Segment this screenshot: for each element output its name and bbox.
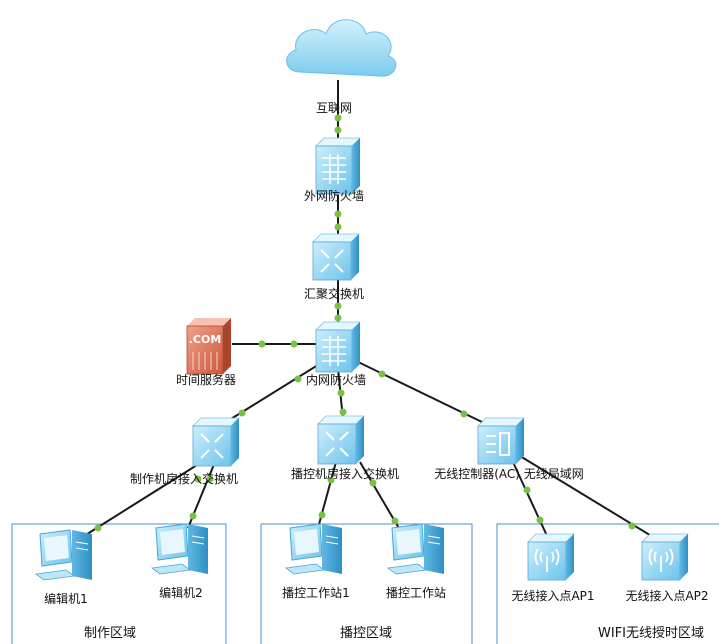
wireless-controller-label: 无线控制器(AC) 无线局域网 [434, 467, 584, 481]
port-dot [460, 410, 468, 418]
time-server-icon: .COM [186, 318, 231, 375]
ap1-wireless-icon [527, 533, 575, 581]
ap2-label: 无线接入点AP2 [625, 588, 708, 603]
ap1-label: 无线接入点AP1 [511, 588, 594, 603]
port-dot [94, 524, 102, 532]
port-dot [327, 476, 335, 484]
port-dot [369, 479, 377, 487]
port-dot [238, 409, 246, 417]
port-dot [334, 114, 342, 122]
port-dot [189, 512, 197, 520]
port-dot [206, 475, 214, 483]
port-dot [523, 486, 531, 494]
broadcast-ws2-label: 播控工作站 [386, 586, 446, 600]
zone-production-label: 制作区域 [84, 626, 136, 641]
editor1-label: 编辑机1 [44, 591, 88, 606]
server-badge-text: .COM [189, 333, 222, 346]
link-ac-ap1 [511, 459, 549, 539]
outer-firewall-label: 外网防火墙 [304, 188, 364, 203]
inner-firewall-label: 内网防火墙 [306, 372, 366, 387]
broadcast-ws2-computer-icon [386, 523, 444, 575]
internet-label: 互联网 [316, 101, 352, 115]
wireless-controller-icon [477, 417, 525, 465]
link-production-editor1 [83, 459, 206, 537]
port-dot [294, 375, 302, 383]
internet-cloud-icon [286, 19, 397, 77]
port-dot [334, 126, 342, 134]
editor2-label: 编辑机2 [159, 585, 203, 600]
core-switch-label: 汇聚交换机 [304, 286, 364, 301]
port-dot [391, 517, 399, 525]
port-dot [334, 223, 342, 231]
port-dot [258, 340, 266, 348]
port-dot [194, 475, 202, 483]
broadcast-ws1-computer-icon [284, 523, 342, 575]
port-dot [334, 314, 342, 322]
broadcast-switch-icon [317, 415, 365, 465]
link-inner-fw-ac [353, 359, 483, 423]
zone-wifi-box [496, 523, 719, 644]
port-dot [337, 389, 345, 397]
inner-firewall-icon [315, 321, 361, 373]
core-switch-icon [312, 233, 360, 281]
time-server-label: 时间服务器 [176, 372, 236, 387]
port-dot [334, 210, 342, 218]
port-dot [318, 511, 326, 519]
port-dot [536, 516, 544, 524]
production-switch-icon [192, 417, 240, 467]
production-switch-label: 制作机房接入交换机 [130, 471, 238, 486]
port-dot [339, 408, 347, 416]
broadcast-ws1-label: 播控工作站1 [282, 586, 350, 600]
editor1-computer-icon [34, 529, 92, 581]
ap2-wireless-icon [641, 533, 689, 581]
broadcast-switch-label: 播控机房接入交换机 [291, 466, 399, 481]
zone-wifi-label: WIFI无线授时区域 [598, 626, 704, 641]
outer-firewall-icon [315, 137, 361, 195]
port-dot [290, 340, 298, 348]
port-dot [334, 302, 342, 310]
port-dot [628, 522, 636, 530]
zone-broadcast-label: 播控区域 [340, 626, 392, 641]
zone-broadcast-box [260, 523, 473, 644]
port-dot [378, 370, 386, 378]
zone-production-box [11, 523, 227, 644]
editor2-computer-icon [150, 523, 208, 575]
